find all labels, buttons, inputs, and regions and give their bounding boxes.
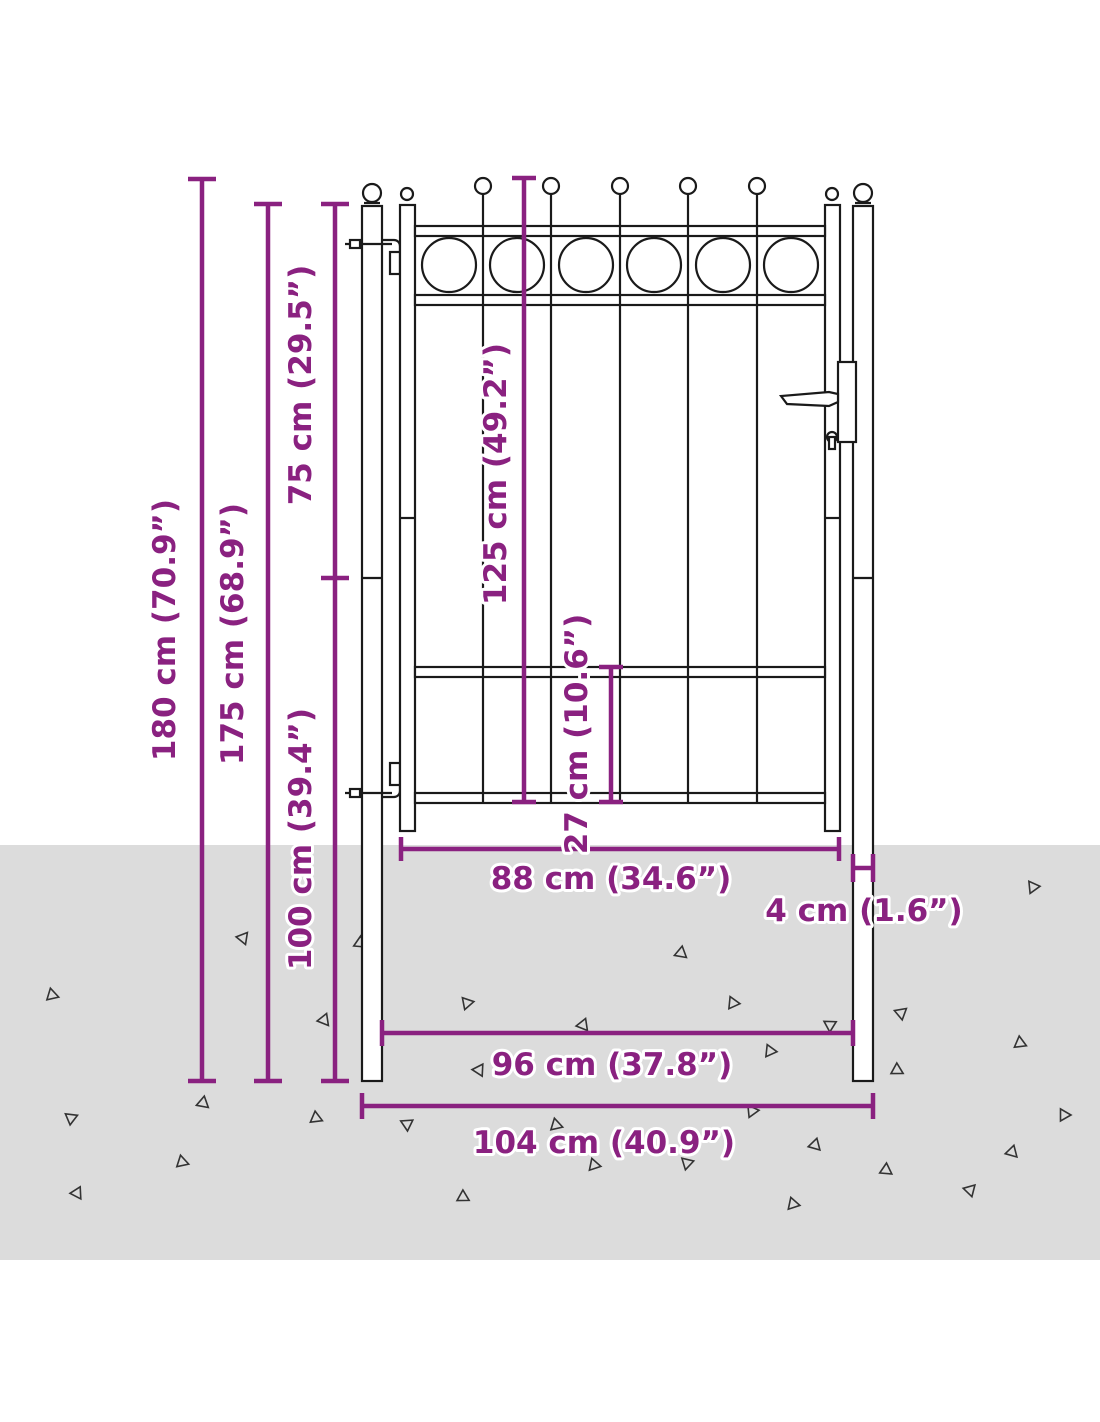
gate-ring xyxy=(557,236,615,294)
pebble-mark xyxy=(889,1061,905,1075)
pebble-mark xyxy=(234,931,249,946)
bar-finial xyxy=(678,176,698,196)
pebble-mark xyxy=(727,995,742,1010)
pebble-mark xyxy=(822,1020,838,1034)
pebble-mark xyxy=(68,1185,82,1201)
pebble-mark xyxy=(588,1156,603,1172)
pebble-mark xyxy=(45,986,61,1001)
dim-total-height xyxy=(188,176,216,1084)
gate-bar xyxy=(678,176,698,802)
pebble-mark xyxy=(455,1188,471,1202)
pebble-mark xyxy=(1027,880,1042,895)
gate-rings xyxy=(420,236,820,294)
label-post-lower: 100 cm (39.4”) xyxy=(283,708,319,970)
dim-bottom-panel xyxy=(599,664,623,805)
label-gate-width: 88 cm (34.6”) xyxy=(491,861,732,897)
gate-handle xyxy=(778,360,858,451)
pebble-mark xyxy=(64,1112,79,1127)
label-inner-width: 96 cm (37.8”) xyxy=(492,1047,733,1083)
label-total-height: 180 cm (70.9”) xyxy=(147,499,183,761)
gate-ring xyxy=(694,236,752,294)
dim-gate-width xyxy=(398,837,842,861)
ground-area xyxy=(0,845,1100,1260)
pebble-mark xyxy=(399,1119,415,1133)
label-gate-height: 125 cm (49.2”) xyxy=(478,343,514,605)
bar-finial xyxy=(473,176,493,196)
pebble-mark xyxy=(461,996,476,1012)
pebble-mark xyxy=(961,1183,977,1199)
pebble-mark xyxy=(878,1161,894,1175)
pebble-mark xyxy=(549,1116,565,1131)
pebble-mark xyxy=(1013,1034,1028,1049)
dimension-lines xyxy=(188,175,876,1119)
left-post xyxy=(360,204,384,1083)
gate-bars xyxy=(473,176,767,802)
gate-bar xyxy=(747,176,767,802)
label-post-width: 4 cm (1.6”) xyxy=(765,893,962,929)
pebble-mark xyxy=(672,944,688,959)
pebble-mark xyxy=(309,1109,324,1124)
gate-drawing xyxy=(345,176,875,1083)
label-post-upper: 75 cm (29.5”) xyxy=(283,265,319,506)
pebble-mark xyxy=(892,1007,908,1022)
pebble-mark xyxy=(470,1062,484,1078)
ground-pebbles xyxy=(45,880,1073,1211)
label-bottom-panel: 27 cm (10.6”) xyxy=(559,614,595,855)
pebble-mark xyxy=(806,1136,822,1152)
pebble-mark xyxy=(315,1012,330,1027)
pebble-mark xyxy=(1059,1107,1073,1123)
gate-bar xyxy=(541,176,561,802)
dim-post-height xyxy=(254,201,282,1084)
bar-finial xyxy=(747,176,767,196)
dim-outer-width xyxy=(359,1093,876,1119)
gate-ring xyxy=(625,236,683,294)
pebble-mark xyxy=(1003,1143,1019,1159)
pebble-mark xyxy=(787,1195,802,1211)
gate-bar xyxy=(610,176,630,802)
pebble-mark xyxy=(175,1153,191,1168)
bar-finial xyxy=(610,176,630,196)
pebble-mark xyxy=(764,1043,779,1059)
gate-ring xyxy=(762,236,820,294)
gate-bar xyxy=(473,176,493,802)
right-post-finial xyxy=(852,182,874,204)
gate-ring xyxy=(420,236,478,294)
label-post-height: 175 cm (68.9”) xyxy=(215,503,251,765)
dim-post-width xyxy=(850,854,876,882)
pebble-mark xyxy=(680,1157,696,1172)
gate-ring xyxy=(488,236,546,294)
pebble-mark xyxy=(574,1017,589,1032)
pebble-mark xyxy=(194,1094,210,1109)
label-outer-width: 104 cm (40.9”) xyxy=(473,1125,735,1161)
dim-inner-width xyxy=(379,1020,856,1046)
dim-post-segments xyxy=(321,201,349,1084)
dim-gate-height xyxy=(512,175,536,805)
bar-finial xyxy=(541,176,561,196)
left-post-finial xyxy=(361,182,383,204)
right-post xyxy=(851,204,875,1083)
